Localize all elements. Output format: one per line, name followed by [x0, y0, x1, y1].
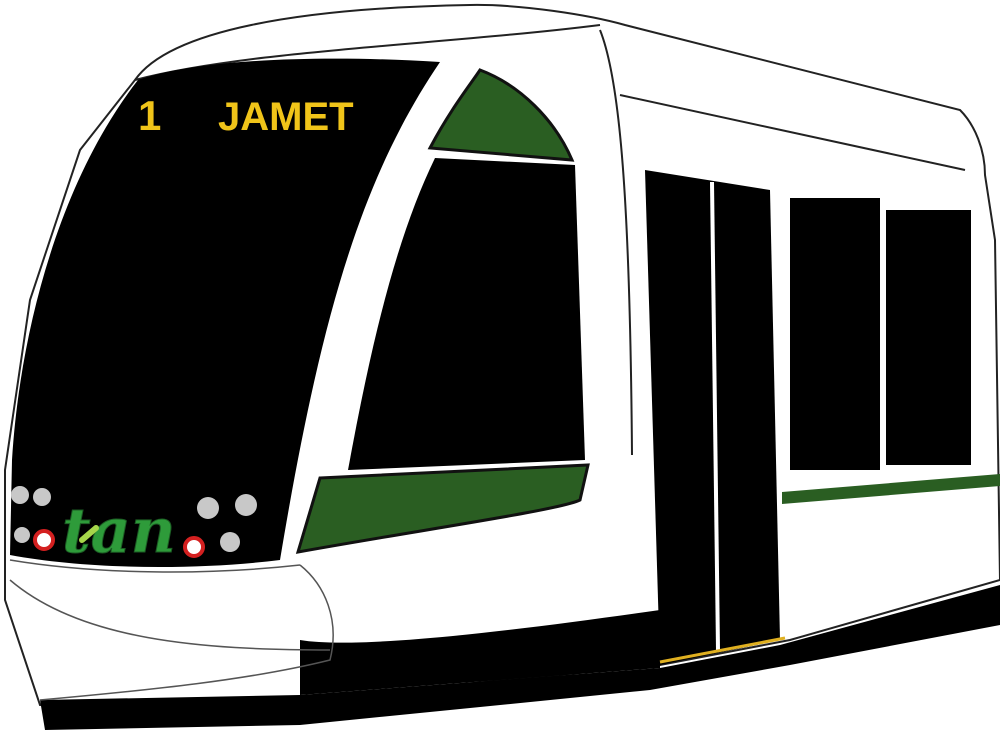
bumper-curve-1: [9, 579, 331, 651]
bumper-curve-2: [39, 564, 334, 701]
side-window-1: [790, 198, 880, 470]
line-number: 1: [138, 92, 161, 139]
red-light-right: [183, 536, 205, 558]
door: [645, 170, 780, 665]
cab-side-window: [348, 158, 585, 470]
red-light-left: [33, 529, 55, 551]
side-green-stripe: [782, 474, 1000, 504]
headlight-right-3: [220, 532, 240, 552]
upper-green-window: [427, 68, 575, 162]
lower-skirt: [40, 585, 1000, 730]
headlight-left-1: [11, 486, 29, 504]
side-window-2: [886, 210, 971, 465]
door-split: [710, 181, 720, 651]
side-pillar: [599, 29, 633, 456]
roof-rear-line: [619, 94, 966, 171]
windshield: [10, 58, 440, 567]
headlight-left-2: [33, 488, 51, 506]
step-strip: [659, 636, 786, 664]
headlight-right-1: [197, 497, 219, 519]
logo-highlight: [79, 525, 99, 543]
headlight-right-2: [235, 494, 257, 516]
bumper-curve-3: [9, 559, 301, 573]
tan-logo: tan: [62, 494, 176, 567]
destination-name: JAMET: [218, 95, 354, 139]
headlight-left-3: [14, 527, 30, 543]
front-underside: [300, 610, 660, 695]
lower-green-panel: [295, 463, 590, 554]
